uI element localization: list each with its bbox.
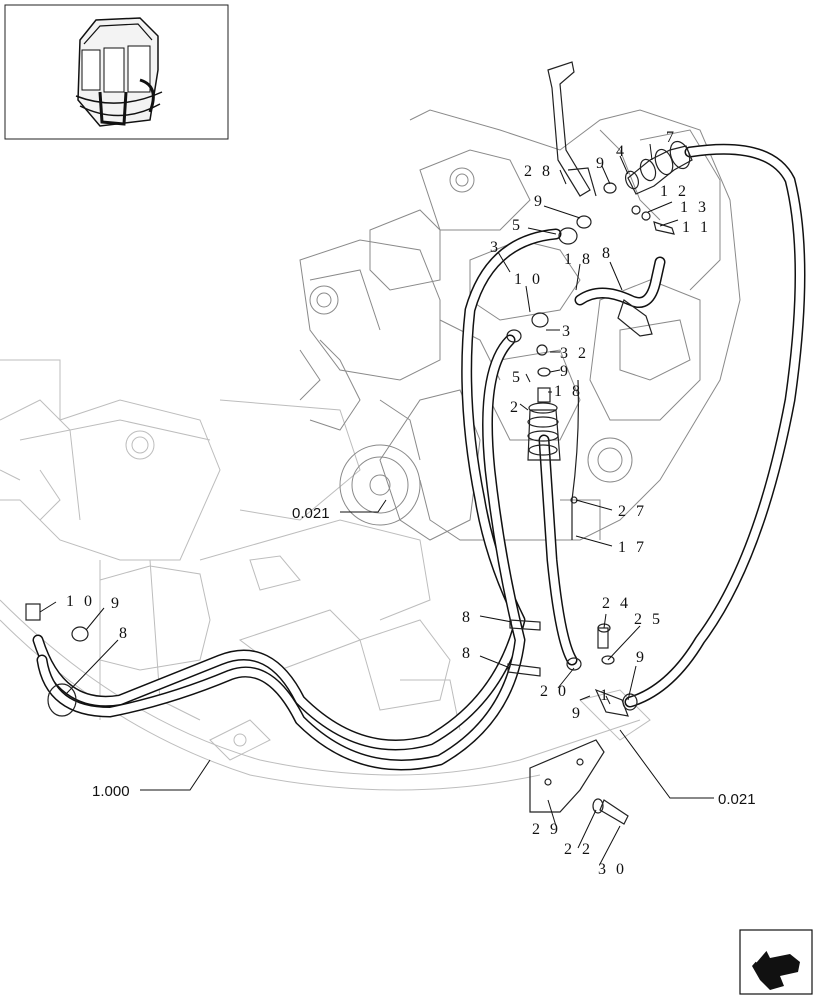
- chassis-outline: [0, 359, 651, 791]
- callout-c25: 5: [512, 217, 523, 234]
- callout-c18: 9: [596, 155, 607, 172]
- ref-r1: 0.021: [292, 505, 330, 522]
- callout-c8: 1: [600, 687, 611, 704]
- callout-c9: 2 4: [602, 595, 631, 612]
- callout-c23: 1 1: [682, 219, 711, 236]
- next-page-button[interactable]: [739, 929, 813, 995]
- callout-c3: 8: [119, 625, 130, 642]
- callout-c10: 2 5: [634, 611, 663, 628]
- callout-c16: 1 7: [618, 539, 647, 556]
- callout-c32: 5: [512, 369, 523, 386]
- callout-c4: 8: [462, 609, 473, 626]
- fittings: [25, 140, 693, 825]
- callout-c29: 1 0: [514, 271, 543, 288]
- callout-c19: 4: [616, 143, 627, 160]
- mounting-bracket: [547, 61, 597, 197]
- callout-c35: 2: [510, 399, 521, 416]
- leader-lines: [39, 143, 714, 865]
- ref-r2: 1.000: [92, 783, 130, 800]
- callout-c11: 9: [636, 649, 647, 666]
- callout-c20: 7: [666, 129, 677, 146]
- callout-c33: 9: [560, 363, 571, 380]
- callout-c27: 1 8: [564, 251, 593, 268]
- callout-c31: 3 2: [560, 345, 589, 362]
- callout-c17: 2 8: [524, 163, 553, 180]
- next-page-arrow-icon: [752, 946, 800, 990]
- callout-c6: 2 0: [540, 683, 569, 700]
- callout-c1: 1 0: [66, 593, 95, 610]
- callout-c24: 9: [534, 193, 545, 210]
- callout-c15: 2 7: [618, 503, 647, 520]
- callout-c28: 8: [602, 245, 613, 262]
- callout-c2: 9: [111, 595, 122, 612]
- callout-c12: 2 9: [532, 821, 561, 838]
- cab-thumbnail-icon: [75, 17, 163, 127]
- callout-c22: 1 3: [680, 199, 709, 216]
- reference-labels: 0.021 1.000 0.021: [92, 505, 756, 808]
- callout-c13: 2 2: [564, 841, 593, 858]
- ref-r3: 0.021: [718, 791, 756, 808]
- callout-c5: 8: [462, 645, 473, 662]
- callout-c26: 3: [490, 239, 501, 256]
- hoses: [32, 143, 806, 771]
- callout-c7: 9: [572, 705, 583, 722]
- callout-c14: 3 0: [598, 861, 627, 878]
- callout-c30: 3: [562, 323, 573, 340]
- callout-c21: 1 2: [660, 183, 689, 200]
- cab-thumbnail: [4, 4, 229, 140]
- engine-outline: [299, 109, 741, 541]
- callout-c34: 1 8: [554, 383, 583, 400]
- callout-labels: 1 0 9 8 8 8 2 0 9 1 2 4 2 5 9 2 9 2 2 3 …: [66, 129, 711, 878]
